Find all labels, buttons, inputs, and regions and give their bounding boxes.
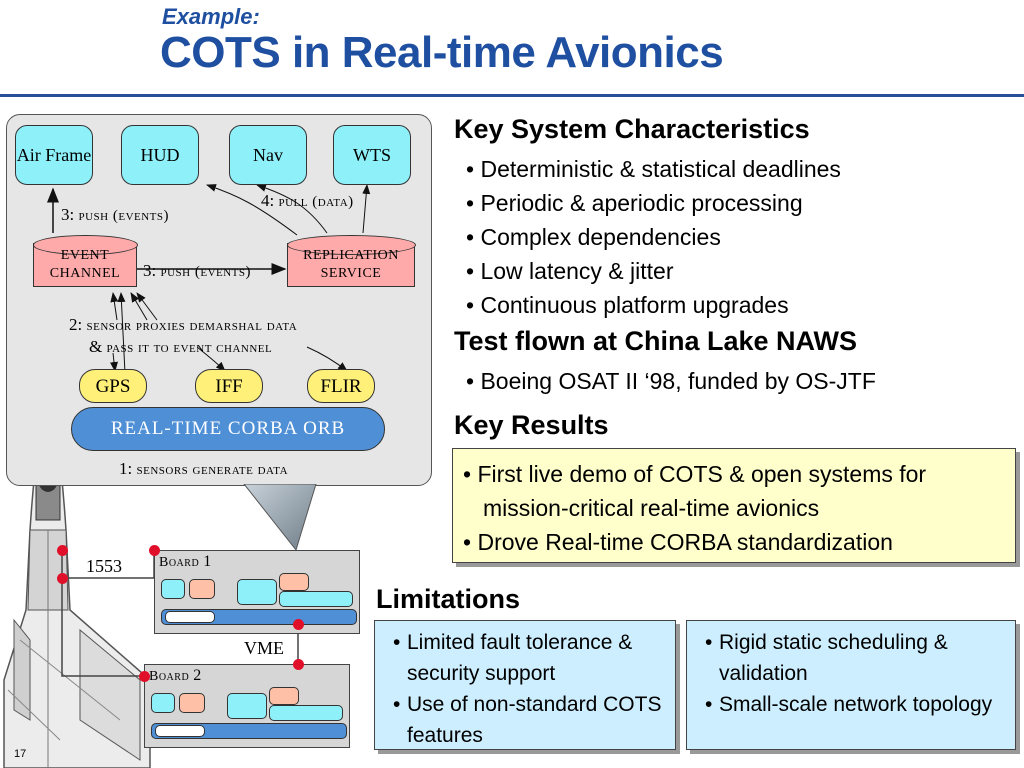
test-flown-item: Boeing OSAT II ‘98, funded by OS-JTF bbox=[466, 364, 875, 398]
callout-pointer bbox=[243, 484, 317, 552]
board-2-chip bbox=[269, 705, 343, 721]
diagram-arrows bbox=[47, 184, 371, 374]
bus-junction-dot bbox=[57, 545, 68, 556]
key-results-box: First live demo of COTS & open systems f… bbox=[452, 448, 1016, 563]
bus-junction-dot bbox=[293, 659, 304, 670]
limitation-item: Rigid static scheduling & validation bbox=[705, 627, 1005, 689]
sensor-proxies-number: 2: bbox=[69, 315, 83, 334]
key-results-item: First live demo of COTS & open systems f… bbox=[463, 457, 1005, 525]
board-2-slot bbox=[155, 725, 205, 737]
push-events-up-number: 3: bbox=[61, 205, 75, 224]
board-1: Board 1 bbox=[154, 550, 360, 634]
test-flown-heading: Test flown at China Lake NAWS bbox=[454, 326, 858, 356]
pass-to-channel-amp: & bbox=[89, 337, 103, 356]
gps-node: GPS bbox=[79, 369, 147, 403]
bus-1553-label: 1553 bbox=[82, 556, 126, 577]
pull-data-text: pull (data) bbox=[278, 194, 354, 210]
board-2: Board 2 bbox=[144, 664, 350, 748]
board-2-chip bbox=[151, 693, 175, 713]
sensor-proxies-text: sensor proxies demarshal data bbox=[86, 318, 298, 334]
iff-node: IFF bbox=[195, 369, 263, 403]
orb-node: REAL-TIME CORBA ORB bbox=[71, 407, 385, 451]
hud-node: HUD bbox=[121, 125, 199, 185]
key-system-item: Continuous platform upgrades bbox=[466, 288, 841, 322]
pull-data-number: 4: bbox=[261, 191, 275, 210]
key-results-item: Drove Real-time CORBA standardization bbox=[463, 525, 1005, 559]
slide-title: COTS in Real-time Avionics bbox=[160, 28, 724, 77]
board-1-chip bbox=[161, 579, 185, 599]
board-1-label: Board 1 bbox=[159, 553, 211, 571]
board-2-number: 2 bbox=[193, 667, 202, 684]
bus-junction-dot bbox=[149, 545, 160, 556]
push-events-right-number: 3: bbox=[143, 261, 157, 280]
sensors-generate-text: sensors generate data bbox=[136, 462, 289, 478]
key-results-list: First live demo of COTS & open systems f… bbox=[463, 457, 1005, 559]
bus-junction-dot bbox=[293, 619, 304, 630]
key-results-heading: Key Results bbox=[454, 410, 609, 440]
bus-junction-dot bbox=[139, 671, 150, 682]
event-channel-label: EVENT CHANNEL bbox=[49, 248, 121, 281]
board-2-word: Board bbox=[149, 669, 190, 684]
pull-data-label: 4: pull (data) bbox=[261, 191, 354, 211]
key-system-item: Low latency & jitter bbox=[466, 254, 841, 288]
pass-to-channel-text: pass it to event channel bbox=[106, 340, 273, 356]
architecture-diagram-panel: Air Frame HUD Nav WTS 3: push (events) 4… bbox=[6, 114, 432, 486]
limitations-right-list: Rigid static scheduling & validation Sma… bbox=[705, 627, 1005, 720]
limitations-right-box: Rigid static scheduling & validation Sma… bbox=[686, 620, 1016, 750]
limitation-item: Limited fault tolerance & security suppo… bbox=[393, 627, 665, 689]
key-system-item: Complex dependencies bbox=[466, 220, 841, 254]
nav-node: Nav bbox=[229, 125, 307, 185]
board-2-chip bbox=[227, 693, 267, 719]
board-1-number: 1 bbox=[203, 553, 212, 570]
key-system-item: Periodic & aperiodic processing bbox=[466, 186, 841, 220]
slide-subtitle: Example: bbox=[162, 4, 260, 29]
board-2-chip bbox=[179, 693, 205, 713]
board-1-chip bbox=[237, 579, 277, 605]
sensors-generate-number: 1: bbox=[119, 459, 133, 478]
test-flown-list: Boeing OSAT II ‘98, funded by OS-JTF bbox=[466, 364, 875, 398]
replication-service-node: REPLICATION SERVICE bbox=[286, 235, 416, 295]
board-2-label: Board 2 bbox=[149, 667, 201, 685]
sensor-proxies-label: 2: sensor proxies demarshal data bbox=[69, 315, 297, 335]
bus-vme-label: VME bbox=[240, 638, 288, 659]
pass-to-channel-label: & pass it to event channel bbox=[89, 337, 272, 357]
limitation-item: Small-scale network topology bbox=[705, 689, 1005, 720]
limitation-item: Use of non-standard COTS features bbox=[393, 689, 665, 751]
push-events-up-label: 3: push (events) bbox=[61, 205, 169, 225]
replication-service-label: REPLICATION SERVICE bbox=[303, 248, 399, 281]
event-channel-node: EVENT CHANNEL bbox=[32, 235, 138, 295]
board-1-word: Board bbox=[159, 555, 200, 570]
key-system-list: Deterministic & statistical deadlines Pe… bbox=[466, 152, 841, 322]
bus-junction-dot bbox=[57, 573, 68, 584]
page-number: 17 bbox=[14, 748, 27, 760]
sensors-generate-label: 1: sensors generate data bbox=[119, 459, 288, 479]
board-1-chip bbox=[279, 591, 353, 607]
key-system-heading: Key System Characteristics bbox=[454, 114, 810, 144]
board-1-slot bbox=[165, 611, 215, 623]
flir-node: FLIR bbox=[307, 369, 375, 403]
board-1-chip bbox=[189, 579, 215, 599]
board-1-chip bbox=[279, 573, 309, 591]
title-rule bbox=[0, 94, 1024, 97]
board-2-chip bbox=[269, 687, 299, 705]
push-events-right-text: push (events) bbox=[160, 264, 252, 280]
push-events-up-text: push (events) bbox=[78, 208, 170, 224]
push-events-right-label: 3: push (events) bbox=[143, 261, 251, 281]
limitations-left-box: Limited fault tolerance & security suppo… bbox=[374, 620, 676, 750]
airframe-node: Air Frame bbox=[15, 125, 93, 185]
wts-node: WTS bbox=[333, 125, 411, 185]
key-system-item: Deterministic & statistical deadlines bbox=[466, 152, 840, 186]
limitations-left-list: Limited fault tolerance & security suppo… bbox=[393, 627, 665, 751]
limitations-heading: Limitations bbox=[376, 584, 521, 614]
